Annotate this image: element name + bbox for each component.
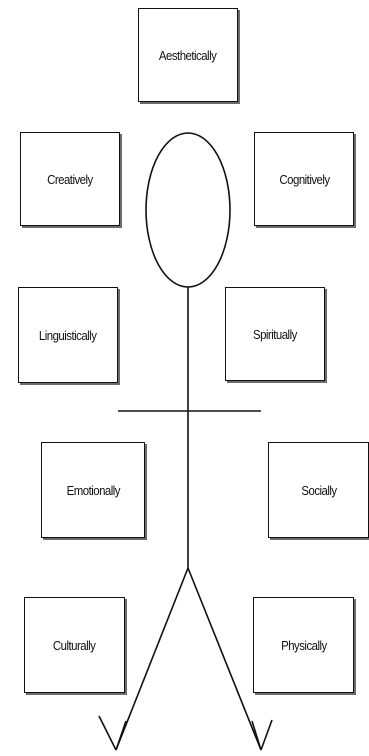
cognitively-box: Cognitively [254, 132, 354, 226]
spiritually-box: Spiritually [225, 287, 325, 381]
aesthetically-box: Aesthetically [138, 8, 238, 102]
socially-box: Socially [268, 442, 369, 538]
linguistically-label: Linguistically [39, 327, 97, 343]
physically-box: Physically [253, 597, 354, 693]
emotionally-label: Emotionally [66, 482, 120, 498]
aesthetically-label: Aesthetically [159, 47, 217, 63]
physically-label: Physically [280, 637, 327, 653]
linguistically-box: Linguistically [18, 287, 118, 383]
figure-left-leg [115, 567, 189, 751]
figure-right-leg [187, 567, 262, 751]
cognitively-label: Cognitively [278, 171, 330, 187]
socially-label: Socially [300, 482, 337, 498]
culturally-label: Culturally [53, 637, 96, 653]
creatively-box: Creatively [20, 132, 120, 226]
creatively-label: Creatively [47, 171, 93, 187]
emotionally-box: Emotionally [41, 442, 145, 538]
spiritually-label: Spiritually [253, 326, 297, 342]
left-foot-right-stroke [115, 720, 127, 751]
right-foot-left-stroke [251, 720, 262, 751]
right-foot-right-stroke [260, 719, 273, 751]
figure-head [145, 132, 231, 288]
culturally-box: Culturally [24, 597, 125, 693]
left-foot-left-stroke [98, 715, 117, 751]
